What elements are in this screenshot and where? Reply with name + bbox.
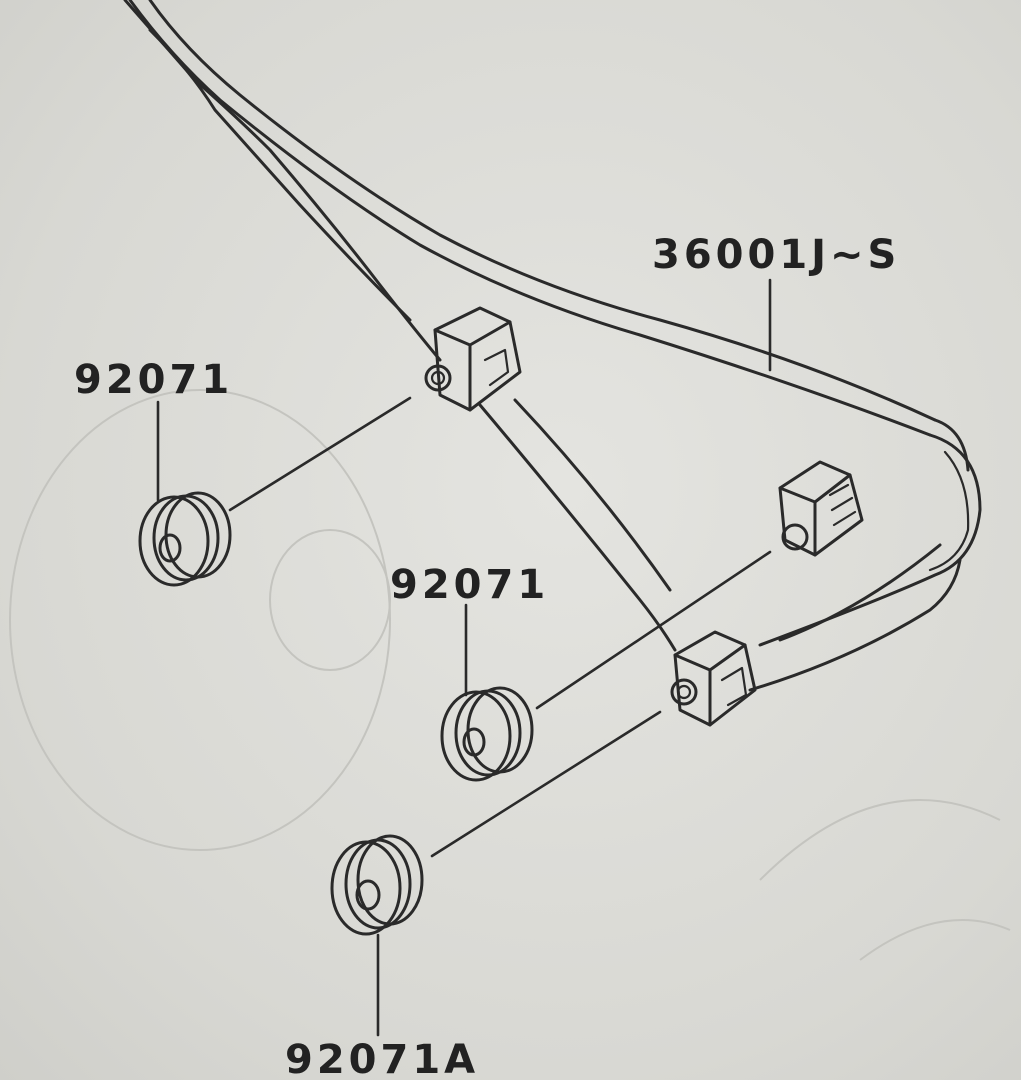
- rear-mount-block: [778, 460, 864, 557]
- grommet-middle: [440, 686, 534, 782]
- frame-stay: [123, 0, 982, 692]
- part-number-grommet-lower: 92071A: [285, 1037, 479, 1080]
- part-number-grommet-upper-left: 92071: [74, 357, 233, 403]
- part-number-grommet-middle: 92071: [390, 562, 549, 608]
- background-ghost-print: [9, 389, 1011, 961]
- grommet-upper-left: [138, 491, 232, 587]
- lower-mount-block: [670, 630, 757, 727]
- label-leaders: [156, 278, 772, 1037]
- upper-mount-block: [424, 306, 522, 412]
- alignment-lines: [228, 396, 772, 858]
- part-number-frame: 36001J~S: [652, 232, 900, 278]
- grommet-lower: [330, 834, 424, 936]
